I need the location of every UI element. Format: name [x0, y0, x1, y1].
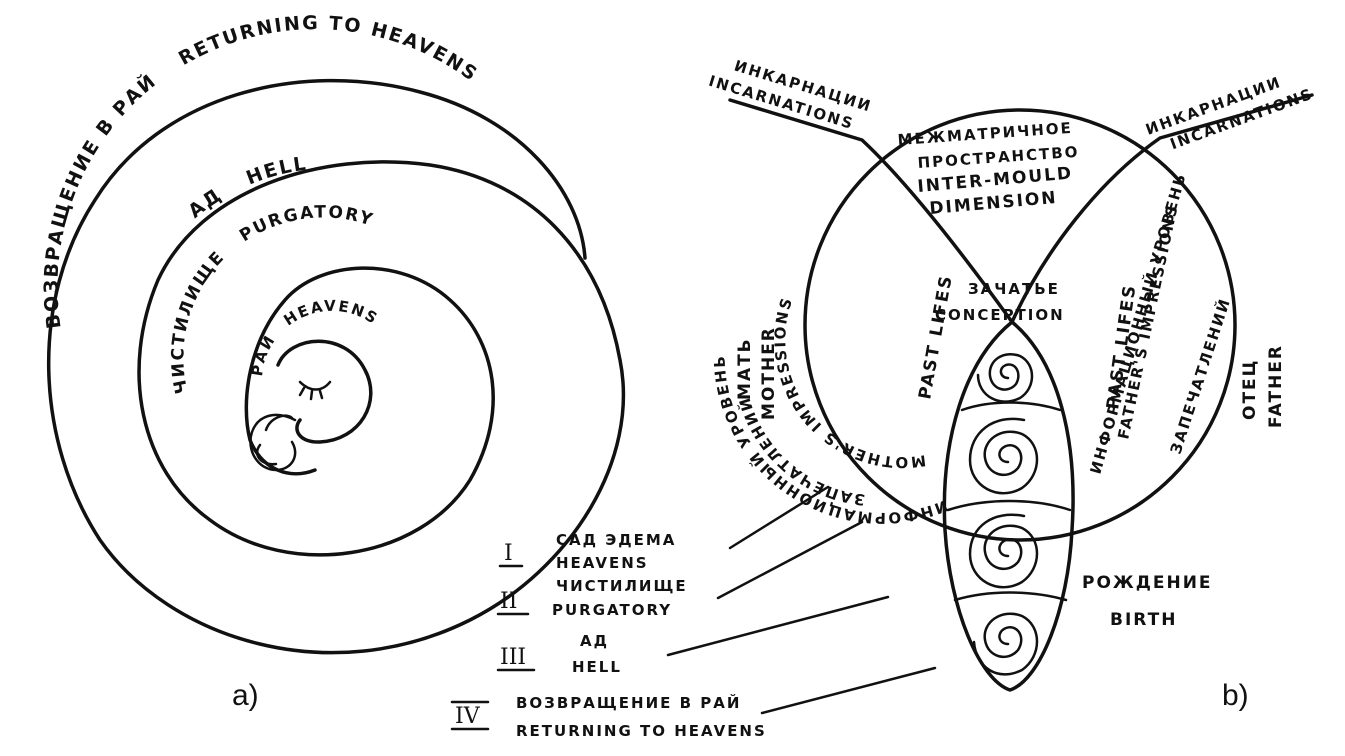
birth-en: BIRTH — [1110, 610, 1177, 630]
eyelashes — [298, 386, 324, 401]
conception-en: CONCEPTION — [935, 306, 1065, 324]
legend-en-2: PURGATORY — [552, 601, 672, 619]
mother-past-lives-text: PAST LIFES — [915, 273, 957, 401]
inner-coil — [276, 339, 373, 444]
legend-en-1: HEAVENS — [556, 554, 649, 572]
father-zap: ЗАПЕЧАТЛЕНИЙ — [1166, 295, 1235, 456]
legend-ru-4: ВОЗВРАЩЕНИЕ В РАЙ — [516, 693, 741, 712]
canal-divider-3 — [953, 591, 1068, 602]
legend-ru-2: ЧИСТИЛИЩЕ — [556, 577, 688, 595]
closed-eye — [298, 380, 332, 391]
incarnations-left: ИНКАРНАЦИИ INCARNATIONS — [707, 57, 875, 134]
spiral-2 — [968, 417, 1039, 495]
canal-spirals — [968, 353, 1039, 676]
conception-ru: ЗАЧАТЬЕ — [968, 280, 1060, 298]
legend-numeral-1: I — [504, 541, 513, 566]
father-label: ОТЕЦ FATHER — [1240, 344, 1286, 428]
legend: I САД ЭДЕМА HEAVENS II ЧИСТИЛИЩЕ PURGATO… — [450, 485, 937, 740]
pointer-line-1 — [728, 485, 830, 550]
legend-item-2: II ЧИСТИЛИЩЕ PURGATORY — [496, 577, 688, 619]
legend-item-1: I САД ЭДЕМА HEAVENS — [498, 531, 676, 572]
spiral-1 — [976, 353, 1034, 403]
legend-numeral-3: III — [500, 645, 526, 670]
embryo-hands — [249, 413, 297, 472]
mother-past-lives: PAST LIFES — [915, 273, 957, 401]
mother-impressions: MOTHER'S IMPRESSIONS — [771, 294, 927, 471]
spiral-3 — [968, 513, 1039, 589]
canal-divider-1 — [960, 401, 1062, 412]
father-zap-group: ЗАПЕЧАТЛЕНИЙ — [1166, 295, 1235, 456]
legend-en-4: RETURNING TO HEAVENS — [516, 722, 767, 740]
incarnation-line-right — [1010, 93, 1314, 324]
father-en: FATHER — [1266, 344, 1286, 428]
pointer-line-4 — [760, 666, 937, 715]
legend-item-4: IV ВОЗВРАЩЕНИЕ В РАЙ RETURNING TO HEAVEN… — [450, 693, 767, 740]
incarnation-line-left — [728, 98, 1014, 324]
panel-a-label: a) — [232, 679, 259, 712]
matrix-circle — [803, 108, 1237, 542]
legend-ru-3: АД — [580, 632, 609, 650]
legend-numeral-2: II — [500, 589, 517, 614]
legend-item-3: III АД HELL — [496, 632, 622, 676]
inter-mould-block: МЕЖМАТРИЧНОЕ ПРОСТРАНСТВО INTER-MOULD DI… — [897, 119, 1080, 219]
mother-label: МАТЬ MOTHER — [735, 326, 779, 420]
pointer-line-2 — [716, 520, 864, 600]
canal-divider-2 — [946, 499, 1072, 512]
birth-ru: РОЖДЕНИЕ — [1082, 573, 1213, 593]
incarnations-right: ИНКАРНАЦИИ INCARNATIONS — [1143, 73, 1316, 153]
panel-a: ВОЗВРАЩЕНИЕ В РАЙ RETURNING TO HEAVENS А… — [40, 12, 626, 712]
birth-canal — [942, 320, 1075, 692]
legend-numeral-4: IV — [455, 704, 481, 729]
legend-ru-1: САД ЭДЕМА — [556, 531, 676, 549]
legend-en-3: HELL — [572, 658, 622, 676]
spiral-4 — [972, 612, 1039, 676]
father-ru: ОТЕЦ — [1240, 359, 1260, 420]
mother-ru: МАТЬ — [735, 337, 755, 400]
panel-b-label: b) — [1222, 679, 1249, 712]
pointer-line-3 — [666, 595, 890, 657]
outer-spiral — [47, 78, 626, 655]
mother-en: MOTHER — [759, 326, 779, 420]
panel-b: ИНКАРНАЦИИ INCARNATIONS ИНКАРНАЦИИ INCAR… — [707, 57, 1316, 712]
